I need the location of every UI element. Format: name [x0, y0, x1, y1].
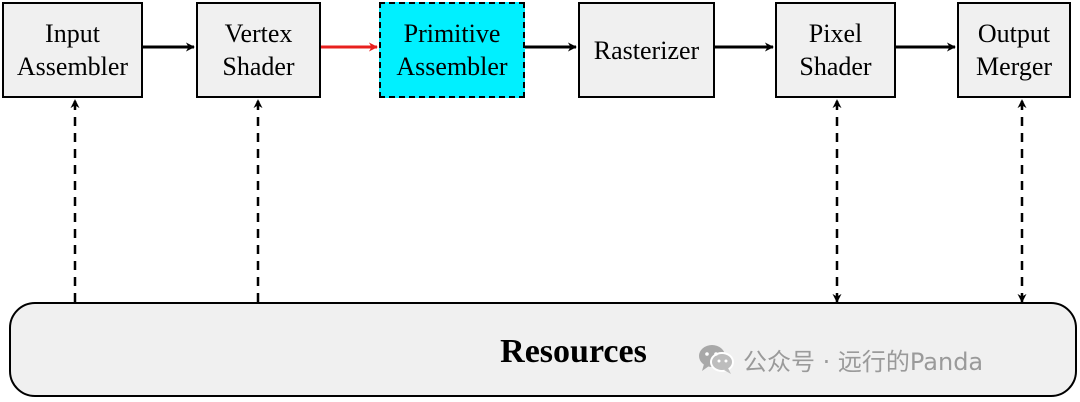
primitive-assembler-label-line2: Assembler [396, 52, 508, 81]
pixel-shader-label-line2: Shader [799, 52, 872, 81]
primitive-assembler-label-line1: Primitive [403, 19, 501, 48]
output-merger-box: Output Merger [957, 2, 1071, 98]
primitive-assembler-box: Primitive Assembler [379, 2, 525, 98]
output-merger-label-line1: Output [977, 19, 1051, 48]
rasterizer-label: Rasterizer [593, 35, 700, 65]
input-assembler-box: Input Assembler [2, 2, 143, 98]
rasterizer-box: Rasterizer [578, 2, 715, 98]
watermark-text: 公众号 · 远行的Panda [743, 347, 984, 376]
pixel-shader-box: Pixel Shader [775, 2, 896, 98]
resources-block: Resources [9, 302, 1077, 397]
resources-label: Resources [500, 333, 647, 370]
output-merger-label-line2: Merger [975, 52, 1053, 81]
input-assembler-label-line1: Input [45, 19, 100, 48]
vertex-shader-box: Vertex Shader [196, 2, 321, 98]
vertex-shader-label-line1: Vertex [224, 19, 293, 48]
pixel-shader-label-line1: Pixel [808, 19, 863, 48]
input-assembler-label-line2: Assembler [16, 52, 129, 81]
watermark: 公众号 · 远行的Panda [697, 340, 983, 378]
vertex-shader-label-line2: Shader [222, 52, 295, 81]
wechat-icon [697, 342, 735, 376]
